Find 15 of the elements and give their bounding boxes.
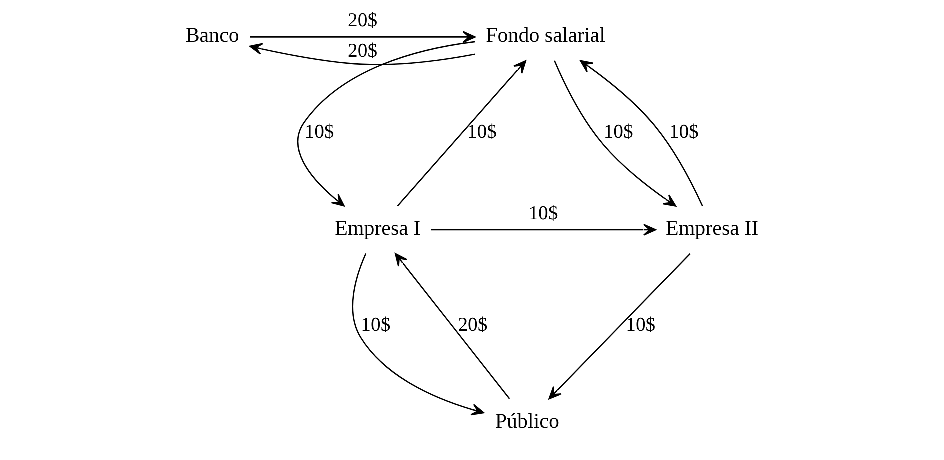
node-text: Empresa I — [335, 216, 421, 240]
edge-label: 10$ — [304, 121, 334, 144]
edge-label: 10$ — [528, 202, 558, 225]
edge-label: 20$ — [348, 40, 378, 62]
node-text: Empresa II — [666, 216, 759, 240]
node-text: Fondo salarial — [486, 23, 606, 48]
edge-label: 10$ — [604, 121, 634, 144]
edge-label: 10$ — [467, 121, 497, 144]
node-text: Banco — [186, 23, 240, 48]
edge-label: 20$ — [458, 314, 488, 336]
node-text: Público — [495, 408, 560, 433]
edge-label: 10$ — [361, 314, 391, 336]
edge-label: 10$ — [626, 314, 656, 336]
edge-label: 20$ — [348, 10, 378, 32]
edge-label: 10$ — [669, 121, 699, 144]
